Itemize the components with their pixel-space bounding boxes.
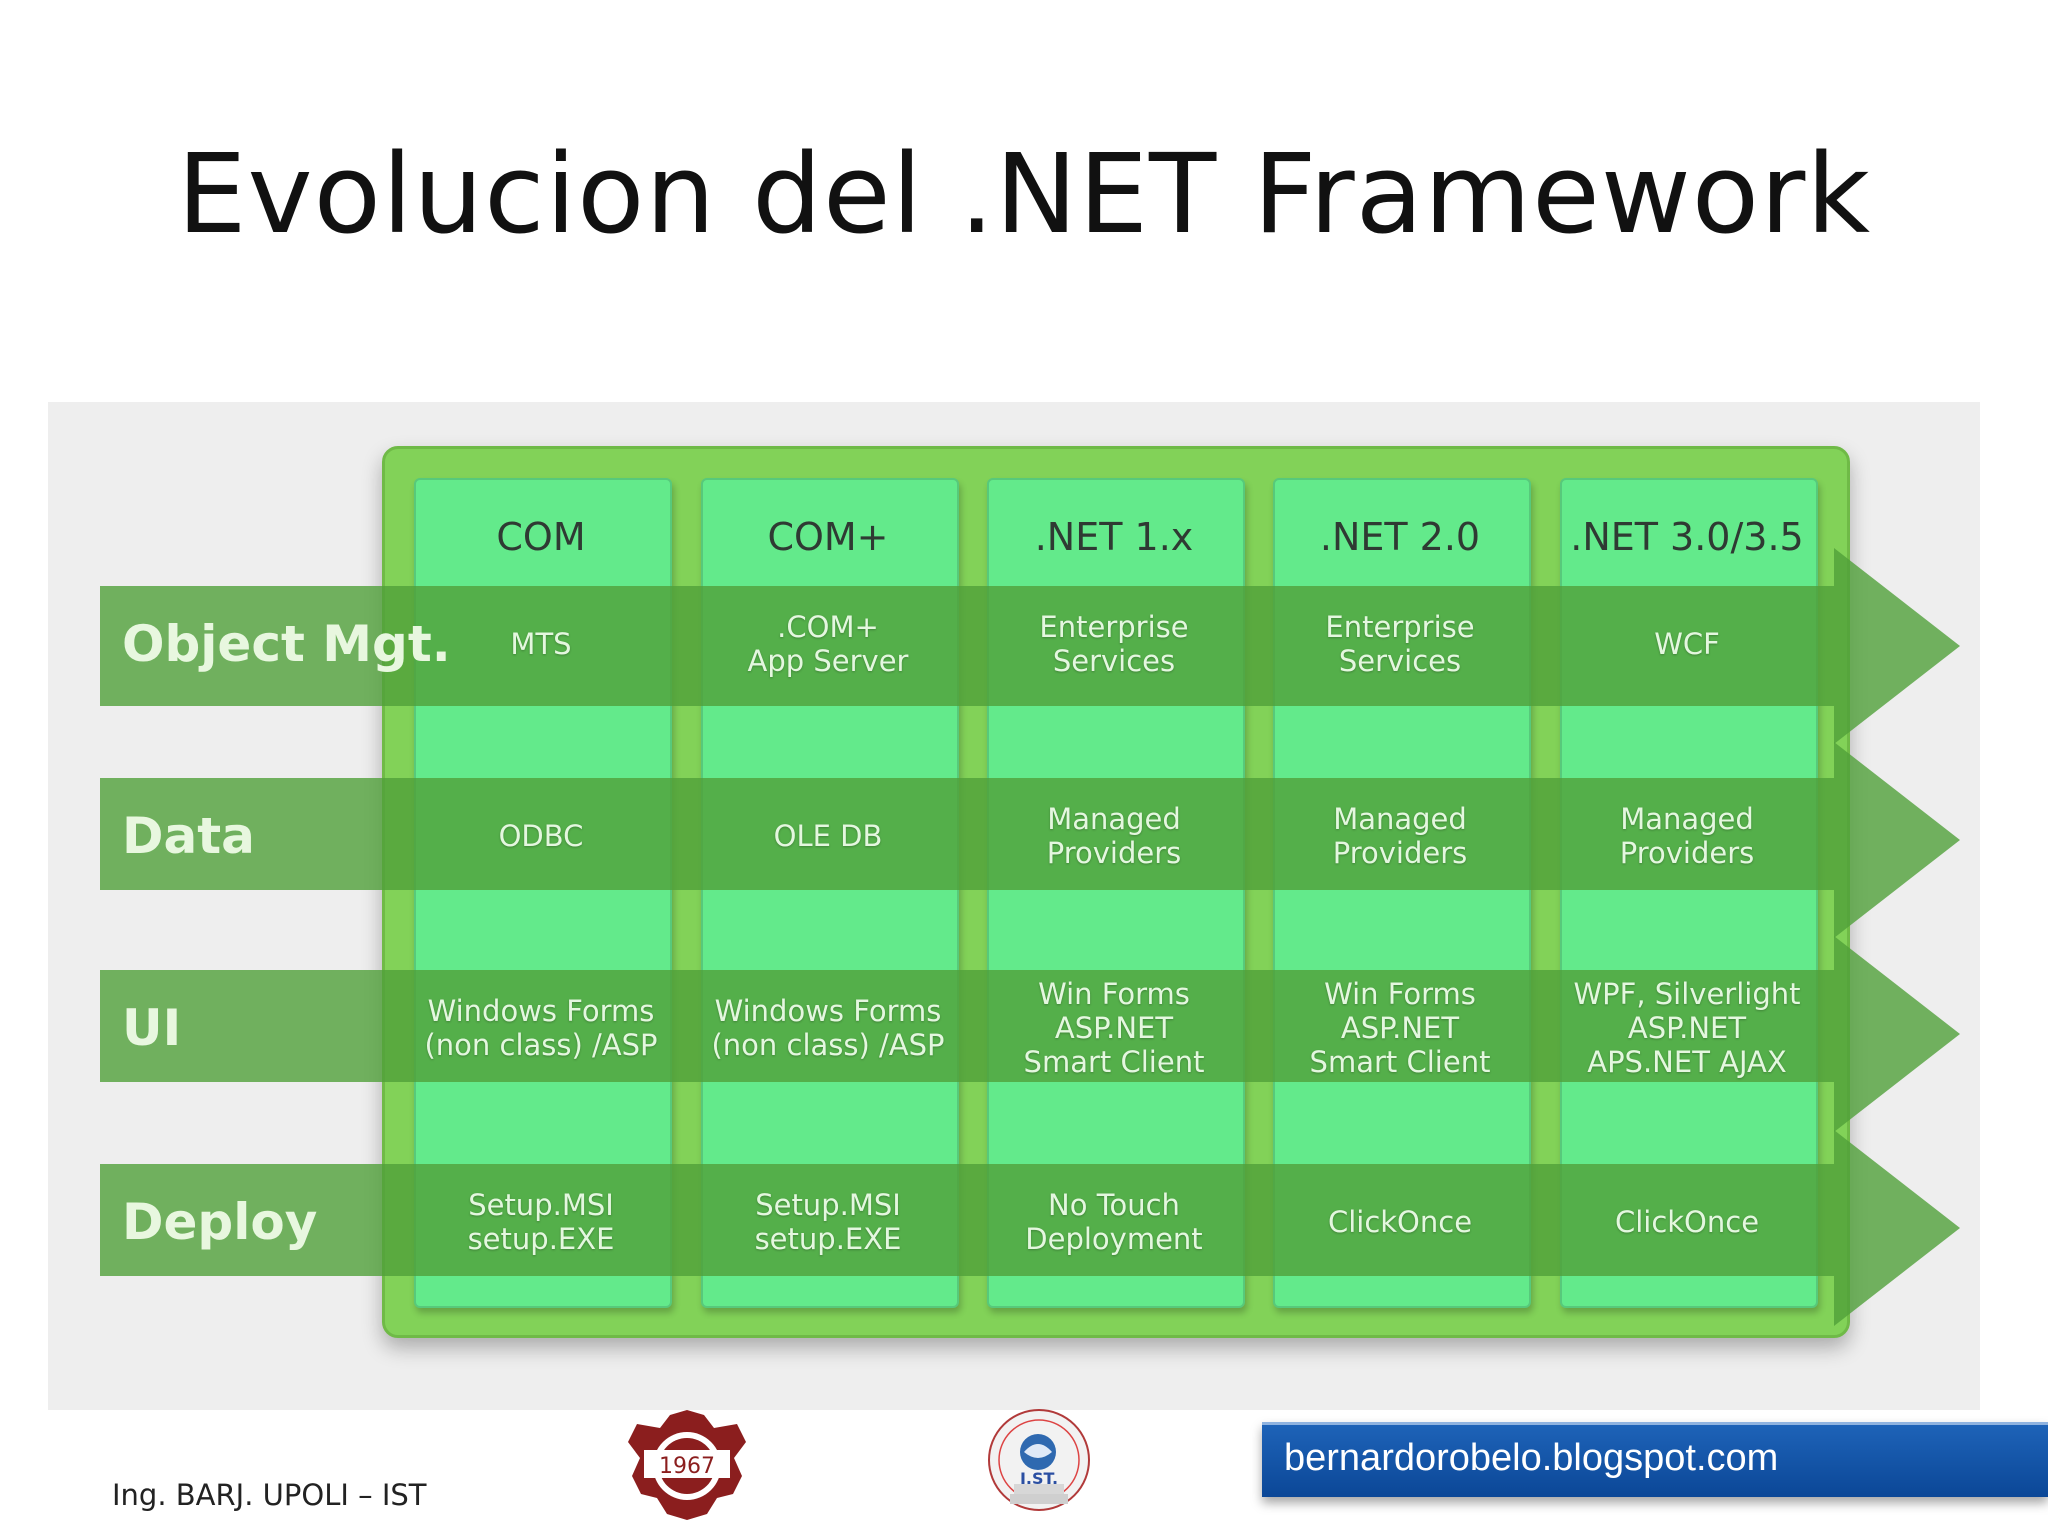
- cell-data-net3: Managed Providers: [1619, 802, 1755, 870]
- page-title: Evolucion del .NET Framework: [176, 130, 1872, 258]
- row-arrow-deploy: [100, 1130, 1960, 1326]
- cell-object-mgt-net3: WCF: [1654, 627, 1720, 661]
- institute-emblem-logo: I.ST.: [988, 1409, 1090, 1511]
- row-label-object-mgt: Object Mgt.: [122, 615, 451, 673]
- row-arrow-object-mgt: [100, 548, 1960, 744]
- cell-deploy-net1: No Touch Deployment: [1025, 1188, 1203, 1256]
- column-header-net3: .NET 3.0/3.5: [1570, 515, 1804, 559]
- cell-deploy-com-plus: Setup.MSI setup.EXE: [754, 1188, 902, 1256]
- cell-object-mgt-net1: Enterprise Services: [1039, 610, 1189, 678]
- footer-author: Ing. BARJ. UPOLI – IST: [112, 1478, 427, 1512]
- row-arrow-ui: [100, 936, 1960, 1132]
- row-arrow-data: [100, 742, 1960, 938]
- cell-ui-net1: Win Forms ASP.NET Smart Client: [1023, 977, 1205, 1079]
- cell-object-mgt-com-plus: .COM+ App Server: [747, 610, 909, 678]
- cell-data-net2: Managed Providers: [1332, 802, 1468, 870]
- column-header-net2: .NET 2.0: [1319, 515, 1481, 559]
- cell-ui-com-plus: Windows Forms (non class) /ASP: [711, 994, 945, 1062]
- cell-data-net1: Managed Providers: [1046, 802, 1182, 870]
- cell-data-com: ODBC: [498, 819, 584, 853]
- cell-object-mgt-net2: Enterprise Services: [1325, 610, 1475, 678]
- cell-deploy-net3: ClickOnce: [1614, 1205, 1760, 1239]
- column-header-com: COM: [496, 515, 586, 559]
- cell-deploy-com: Setup.MSI setup.EXE: [467, 1188, 615, 1256]
- row-label-data: Data: [122, 807, 255, 865]
- cell-object-mgt-com: MTS: [510, 627, 572, 661]
- blog-url-text: bernardorobelo.blogspot.com: [1284, 1437, 1779, 1479]
- row-label-deploy: Deploy: [122, 1193, 318, 1251]
- logo-year-text: 1967: [659, 1454, 715, 1479]
- cell-ui-net2: Win Forms ASP.NET Smart Client: [1309, 977, 1491, 1079]
- row-label-ui: UI: [122, 999, 182, 1057]
- column-header-net1: .NET 1.x: [1034, 515, 1194, 559]
- cell-ui-com: Windows Forms (non class) /ASP: [424, 994, 658, 1062]
- cell-deploy-net2: ClickOnce: [1327, 1205, 1473, 1239]
- blog-url-bar: bernardorobelo.blogspot.com: [1262, 1422, 2048, 1497]
- column-header-com-plus: COM+: [767, 515, 889, 559]
- logo-ist-text: I.ST.: [1020, 1469, 1058, 1488]
- cell-data-com-plus: OLE DB: [773, 819, 883, 853]
- cell-ui-net3: WPF, Silverlight ASP.NET APS.NET AJAX: [1573, 977, 1801, 1079]
- university-gear-logo: 1967: [628, 1410, 746, 1520]
